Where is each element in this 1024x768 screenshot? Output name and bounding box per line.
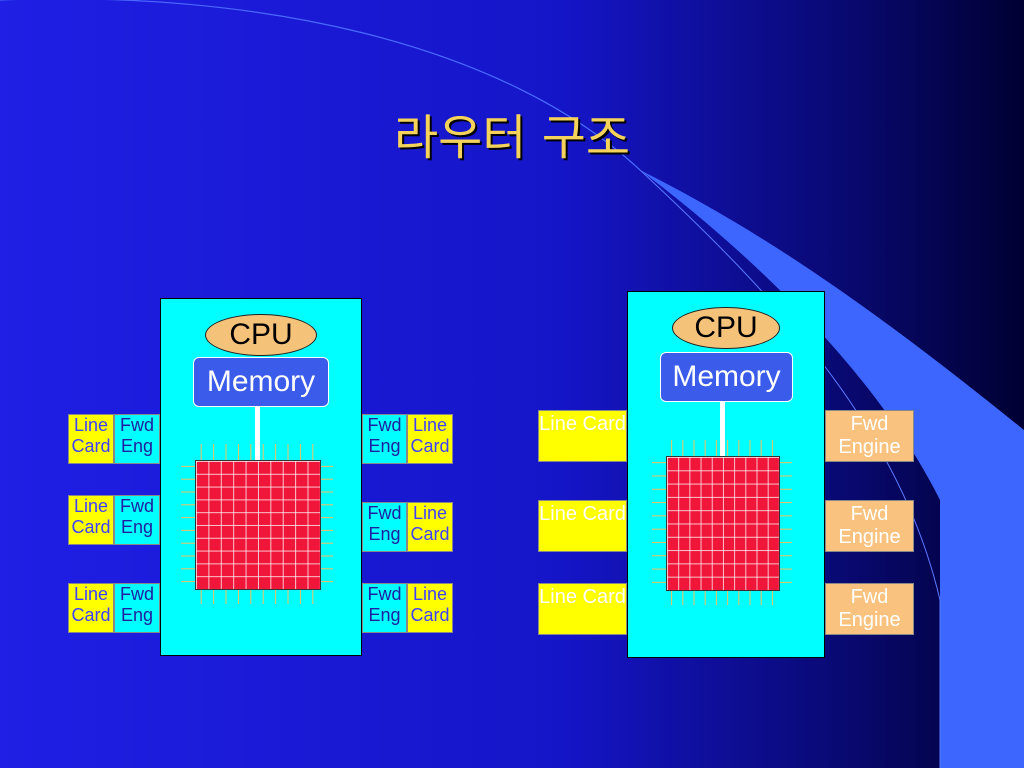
right-memory: Memory (660, 352, 793, 402)
right-side-fwd-engine-3: Fwd Eng (362, 583, 407, 633)
right-switch-fabric (666, 456, 780, 591)
left-fwd-engine-1: Fwd Eng (114, 414, 160, 464)
right-memory-bus (720, 401, 725, 456)
left-line-card-1: Line Card (68, 414, 114, 464)
decorative-swoosh (640, 170, 1024, 768)
left-fwd-engine-2: Fwd Eng (114, 495, 160, 545)
right-fwd-engine-1: Fwd Engine (825, 410, 914, 462)
right-cpu: CPU (672, 307, 780, 349)
left-fwd-engine-3: Fwd Eng (114, 583, 160, 633)
slide-title: 라우터 구조 (393, 110, 631, 166)
right-side-line-card-3: Line Card (407, 583, 453, 633)
right-switch-pins (652, 440, 792, 605)
right-fwd-engine-2: Fwd Engine (825, 500, 914, 552)
decorative-curve (639, 169, 941, 768)
left-line-card-2: Line Card (68, 495, 114, 545)
right-side-fwd-engine-2: Fwd Eng (362, 502, 407, 552)
decorative-arc (0, 0, 641, 171)
right-line-card-2: Line Card (538, 500, 627, 552)
left-switch-fabric (195, 460, 321, 590)
right-side-line-card-1: Line Card (407, 414, 453, 464)
right-side-line-card-2: Line Card (407, 502, 453, 552)
right-fwd-engine-3: Fwd Engine (825, 583, 914, 635)
left-memory-bus (255, 406, 260, 460)
left-memory: Memory (193, 357, 329, 407)
right-line-card-1: Line Card (538, 410, 627, 462)
left-switch-pins (181, 444, 333, 604)
left-cpu: CPU (205, 314, 317, 356)
right-side-fwd-engine-1: Fwd Eng (362, 414, 407, 464)
right-line-card-3: Line Card (538, 583, 627, 635)
left-line-card-3: Line Card (68, 583, 114, 633)
